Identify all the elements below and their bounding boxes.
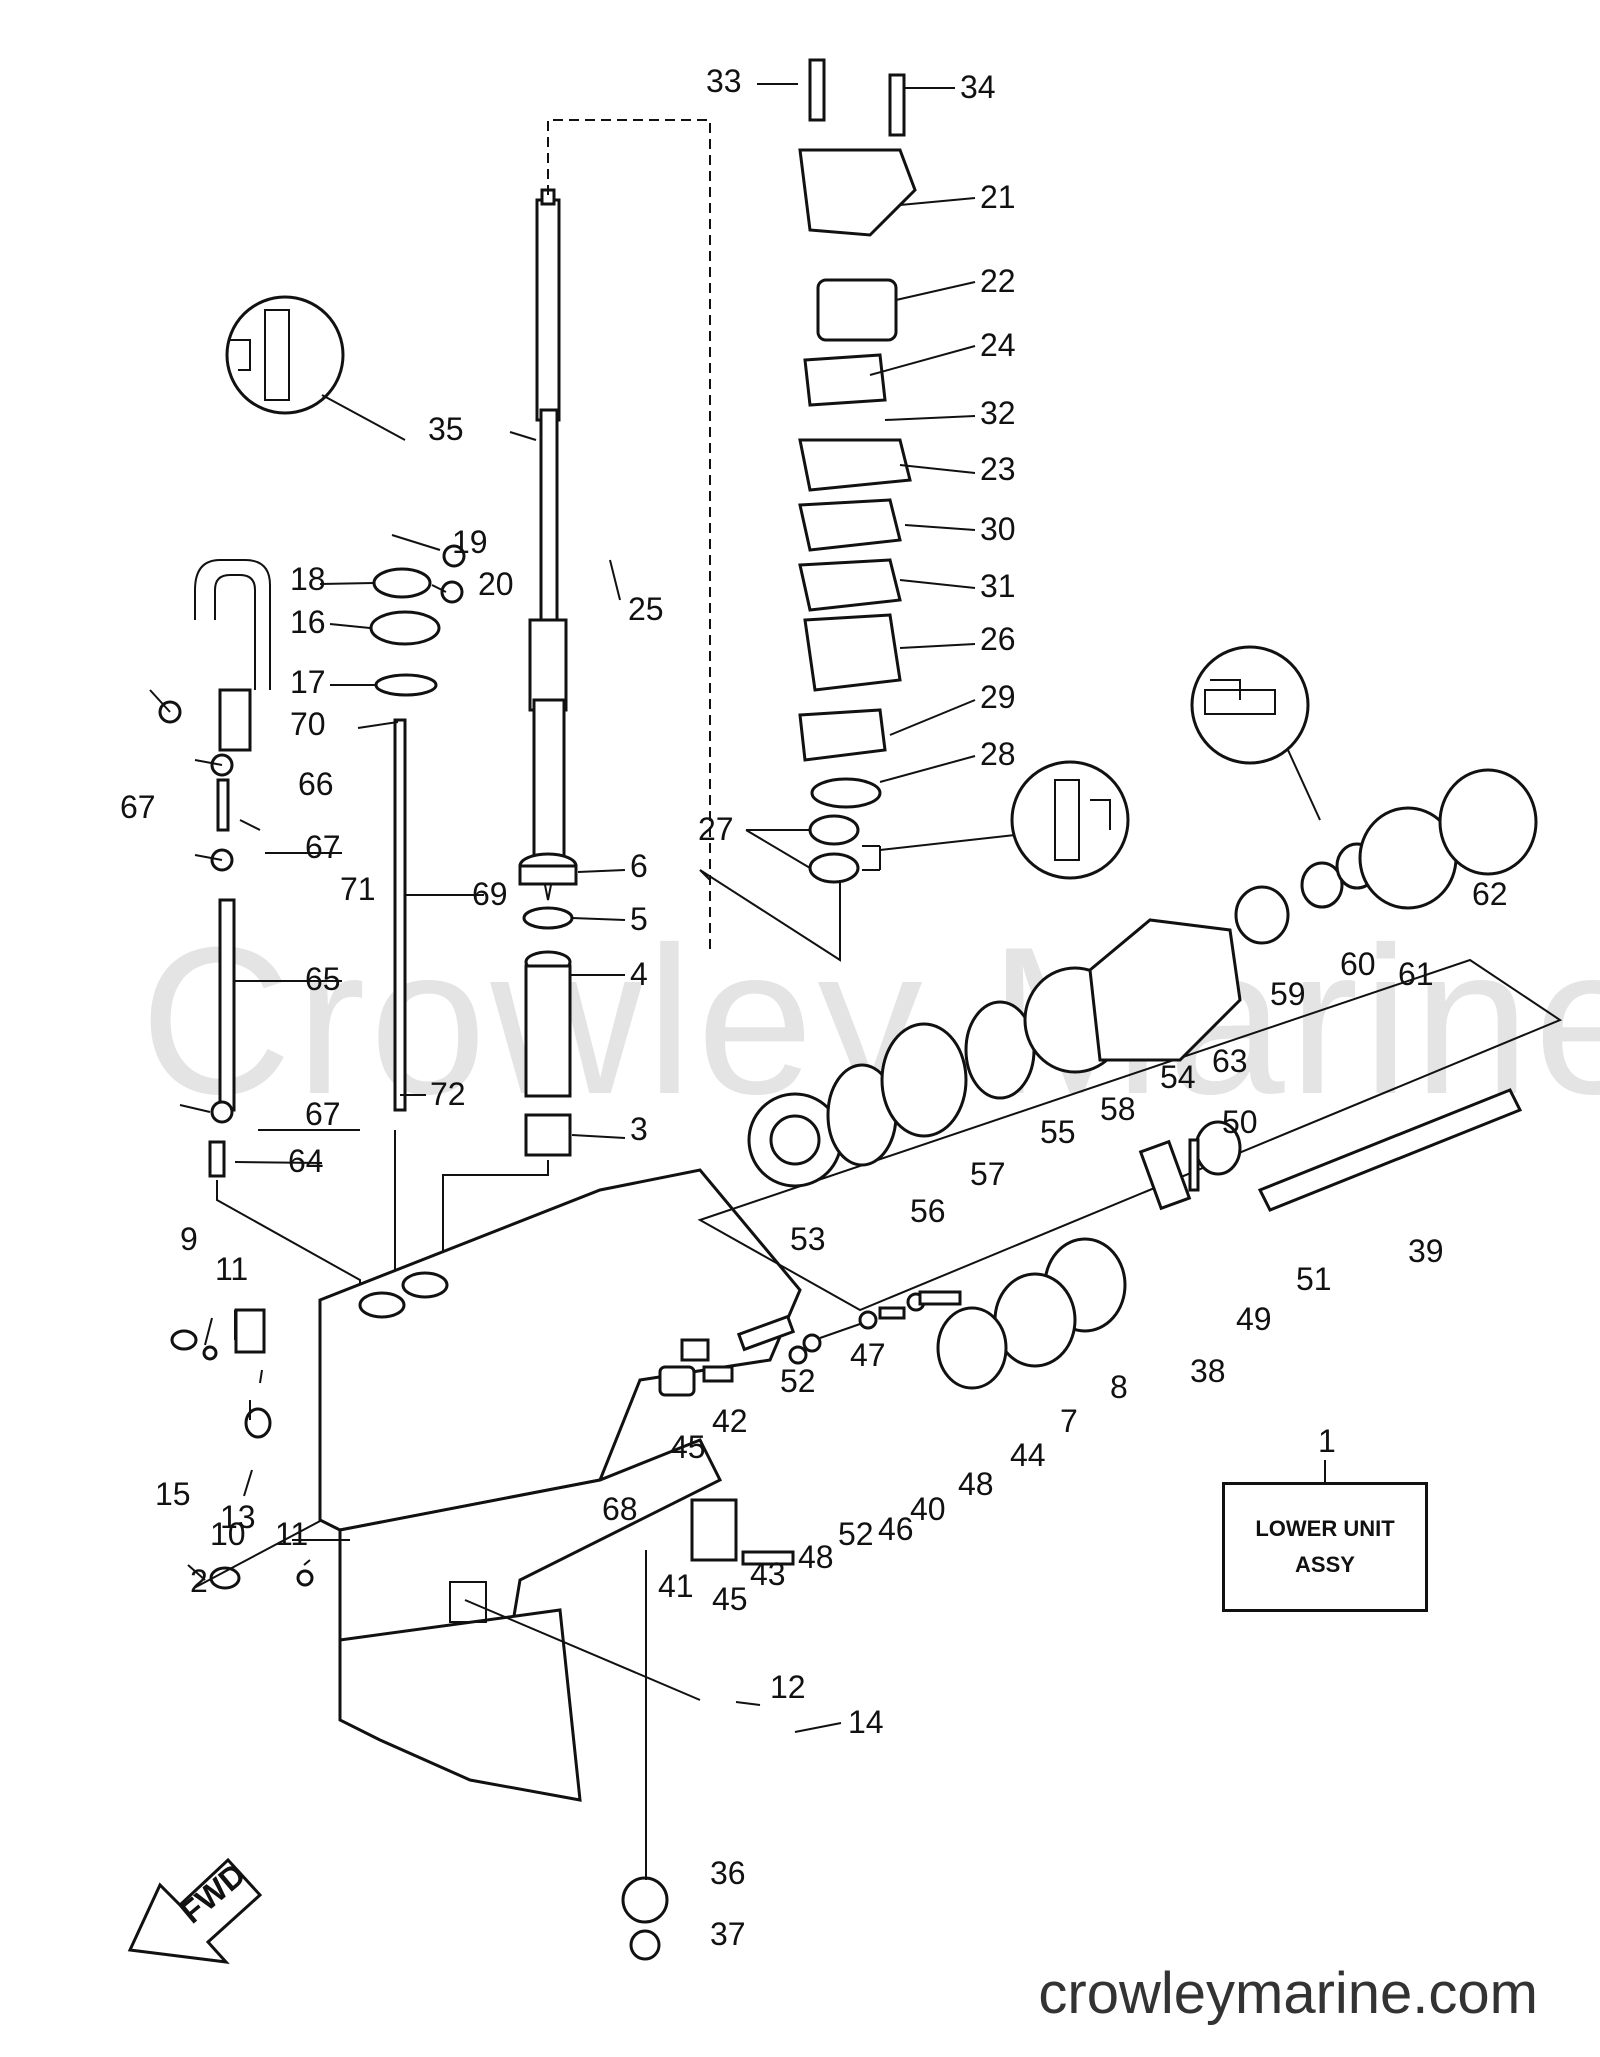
callout-44: 44 (1010, 1437, 1046, 1473)
callout-55: 55 (1040, 1114, 1076, 1150)
water-pump-assembly (798, 58, 917, 884)
callout-45b: 45 (712, 1581, 748, 1617)
callout-46: 46 (878, 1511, 914, 1547)
callout-47: 47 (850, 1337, 886, 1373)
callout-2: 2 (190, 1563, 208, 1599)
callout-20: 20 (478, 566, 514, 602)
detail-circle-top-left (225, 295, 406, 441)
detail-circle-right-middle (879, 760, 1130, 880)
callout-52b: 52 (838, 1516, 874, 1552)
callout-24: 24 (980, 327, 1016, 363)
callout-35: 35 (428, 411, 464, 447)
callout-49: 49 (1236, 1301, 1272, 1337)
callout-6: 6 (630, 848, 648, 884)
callout-9: 9 (180, 1221, 198, 1257)
callout-16: 16 (290, 604, 326, 640)
callout-5: 5 (630, 901, 648, 937)
callout-42: 42 (712, 1403, 748, 1439)
propeller-shaft-group (936, 1088, 1523, 1390)
lower-case-housing (318, 1168, 802, 1802)
callout-11a: 11 (215, 1251, 248, 1287)
callout-29: 29 (980, 679, 1016, 715)
callout-68: 68 (602, 1491, 638, 1527)
callout-38: 38 (1190, 1353, 1226, 1389)
callout-27: 27 (698, 811, 734, 847)
forward-gear-bearing-stack (747, 768, 1538, 1188)
callout-labels: 1 2 3 4 5 6 7 8 9 10 11 11 12 13 14 15 1… (120, 63, 1508, 1952)
callout-8: 8 (1110, 1369, 1128, 1405)
callout-10: 10 (210, 1516, 246, 1552)
callout-71: 71 (340, 871, 376, 907)
callout-58: 58 (1100, 1091, 1136, 1127)
assy-box-line1: LOWER UNIT (1255, 1516, 1395, 1541)
callout-66: 66 (298, 766, 334, 802)
callout-40: 40 (910, 1491, 946, 1527)
callout-43: 43 (750, 1556, 786, 1592)
callout-45a: 45 (670, 1429, 706, 1465)
callout-13: 13 (220, 1499, 256, 1535)
callout-25: 25 (628, 591, 664, 627)
callout-53: 53 (790, 1221, 826, 1257)
callout-67a: 67 (120, 789, 156, 825)
callout-7: 7 (1060, 1403, 1078, 1439)
callout-62: 62 (1472, 876, 1508, 912)
callout-36: 36 (710, 1855, 746, 1891)
callout-65: 65 (305, 961, 341, 997)
site-url[interactable]: crowleymarine.com (1038, 1961, 1538, 2026)
callout-52a: 52 (780, 1363, 816, 1399)
callout-70: 70 (290, 706, 326, 742)
callout-33: 33 (706, 63, 742, 99)
callout-28: 28 (980, 736, 1016, 772)
assy-box-line2: ASSY (1295, 1552, 1355, 1577)
callout-56: 56 (910, 1193, 946, 1229)
callout-23: 23 (980, 451, 1016, 487)
callout-61: 61 (1398, 956, 1434, 992)
callout-59: 59 (1270, 976, 1306, 1012)
drive-shaft-bearings (518, 852, 578, 1157)
fwd-arrow-icon: FWD (127, 1856, 263, 1964)
callout-60: 60 (1340, 946, 1376, 982)
detail-circle-right-upper (1190, 645, 1321, 821)
callout-72: 72 (430, 1076, 466, 1112)
callout-12: 12 (770, 1669, 806, 1705)
shift-rod-assembly (369, 544, 466, 1330)
callout-41: 41 (658, 1568, 694, 1604)
callout-4: 4 (630, 956, 648, 992)
callout-1: 1 (1318, 1423, 1336, 1459)
callout-67c: 67 (305, 1096, 341, 1132)
callout-15: 15 (155, 1476, 191, 1512)
callout-51: 51 (1296, 1261, 1332, 1297)
callout-64: 64 (288, 1143, 324, 1179)
callout-26: 26 (980, 621, 1016, 657)
callout-18: 18 (290, 561, 326, 597)
callout-21: 21 (980, 179, 1016, 215)
callout-48a: 48 (958, 1466, 994, 1502)
lower-unit-assy-box: LOWER UNIT ASSY (1222, 1482, 1428, 1612)
callout-69: 69 (472, 876, 508, 912)
callout-50: 50 (1222, 1104, 1258, 1140)
callout-19: 19 (452, 524, 488, 560)
callout-37: 37 (710, 1916, 746, 1952)
callout-54: 54 (1160, 1059, 1196, 1095)
callout-63: 63 (1212, 1043, 1248, 1079)
callout-3: 3 (630, 1111, 648, 1147)
misc-small-parts (170, 1308, 795, 1961)
callout-30: 30 (980, 511, 1016, 547)
callout-14: 14 (848, 1704, 884, 1740)
drive-shaft (528, 188, 568, 901)
callout-11b: 11 (275, 1516, 308, 1552)
callout-48b: 48 (798, 1539, 834, 1575)
callout-22: 22 (980, 263, 1016, 299)
water-tube-assembly (149, 559, 271, 1178)
callout-57: 57 (970, 1156, 1006, 1192)
callout-17: 17 (290, 664, 326, 700)
leader-lines (187, 83, 976, 1733)
callout-67b: 67 (305, 829, 341, 865)
callout-32: 32 (980, 395, 1016, 431)
shift-mechanism (658, 1290, 962, 1397)
callout-39: 39 (1408, 1233, 1444, 1269)
callout-31: 31 (980, 568, 1016, 604)
callout-34: 34 (960, 69, 996, 105)
